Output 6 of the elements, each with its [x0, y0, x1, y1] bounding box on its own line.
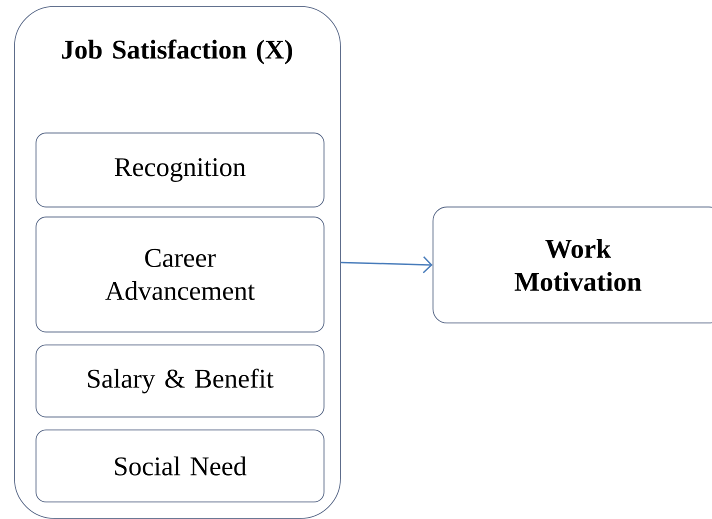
process-box: Work Motivation [432, 206, 712, 324]
process-box: Salary & Benefit [36, 344, 324, 418]
process-box: Career Advancement [36, 216, 324, 332]
arrow [340, 256, 433, 274]
process-box: Social Need [36, 430, 324, 502]
process-box: Recognition [36, 132, 324, 208]
